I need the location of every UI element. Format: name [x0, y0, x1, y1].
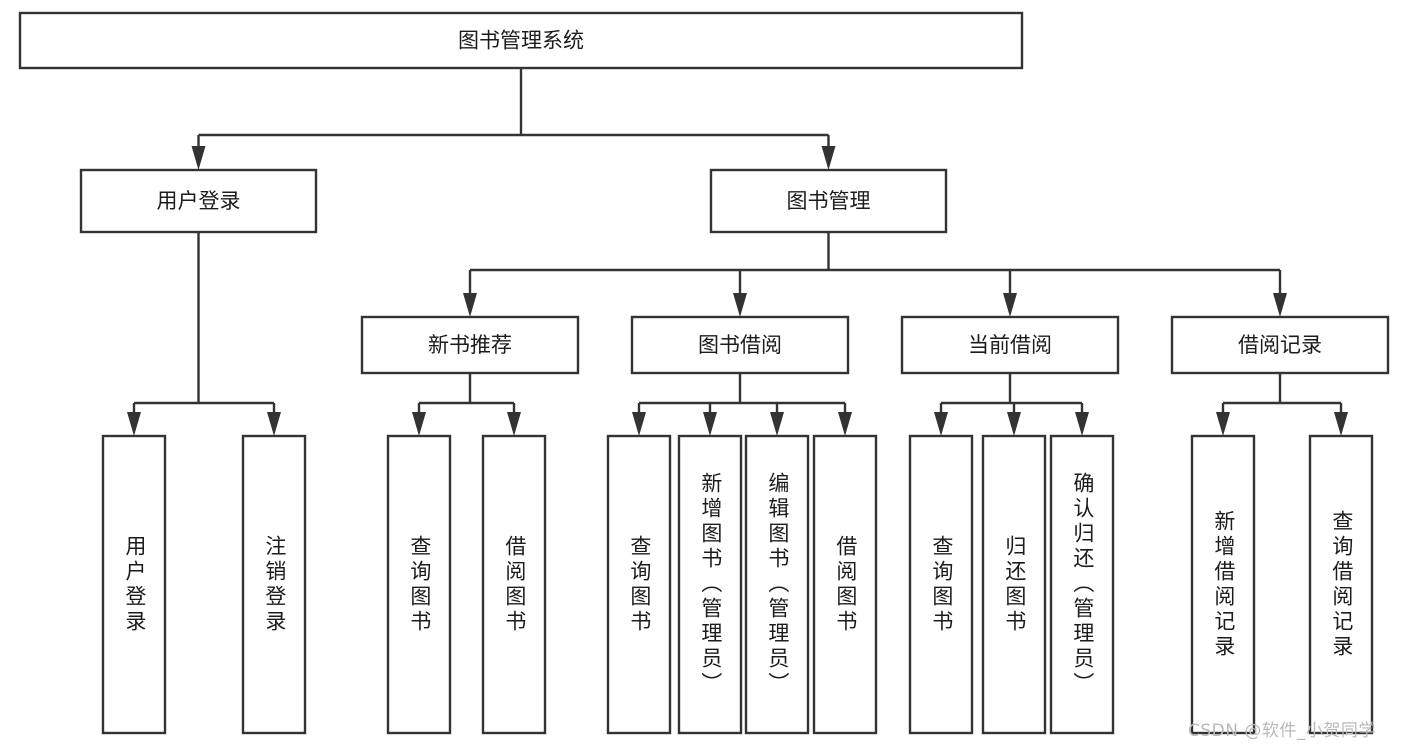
- arrow-head-icon: [1007, 412, 1021, 436]
- arrow-head-icon: [632, 412, 646, 436]
- arrow-head-icon: [838, 412, 852, 436]
- node-box-leaf-user-login[interactable]: [101, 434, 167, 735]
- arrow-head-icon: [507, 412, 521, 436]
- node-box-leaf-query-book-current[interactable]: [908, 434, 974, 735]
- node-box-leaf-return-book[interactable]: [981, 434, 1047, 735]
- node-box-leaf-borrow-book[interactable]: [812, 434, 878, 735]
- arrow-head-icon: [934, 412, 948, 436]
- arrow-head-icon: [821, 146, 836, 170]
- node-box-leaf-query-book-recommend[interactable]: [386, 434, 452, 735]
- node-box-leaf-add-borrow-record[interactable]: [1190, 434, 1256, 735]
- node-box-leaf-query-book-borrow[interactable]: [606, 434, 672, 735]
- node-box-leaf-query-borrow-record[interactable]: [1308, 434, 1374, 735]
- arrow-head-icon: [1216, 412, 1230, 436]
- node-label-book-borrow: 图书借阅: [698, 333, 782, 357]
- node-label-user-login: 用户登录: [157, 189, 241, 213]
- arrow-head-icon: [1273, 293, 1287, 317]
- arrow-head-icon: [127, 412, 141, 436]
- node-label-root: 图书管理系统: [458, 29, 584, 53]
- node-box-leaf-borrow-book-recommend[interactable]: [481, 434, 547, 735]
- arrow-head-icon: [412, 412, 426, 436]
- node-box-user-login[interactable]: [79, 168, 318, 234]
- node-label-book-management: 图书管理: [787, 189, 871, 213]
- node-box-book-borrow[interactable]: [630, 315, 850, 375]
- arrow-head-icon: [191, 146, 206, 170]
- arrow-head-icon: [267, 412, 281, 436]
- arrow-head-icon: [1075, 412, 1089, 436]
- node-box-new-book-recommend[interactable]: [360, 315, 580, 375]
- node-label-new-book-recommend: 新书推荐: [428, 333, 512, 357]
- arrow-head-icon: [463, 293, 477, 317]
- csdn-watermark: CSDN @软件_小贺同学: [1188, 721, 1376, 741]
- arrow-head-icon: [1003, 293, 1017, 317]
- boxes-layer: [18, 11, 1390, 735]
- node-box-leaf-edit-book-admin[interactable]: [744, 434, 810, 735]
- node-box-leaf-logout[interactable]: [241, 434, 307, 735]
- node-box-book-management[interactable]: [709, 168, 948, 234]
- node-label-current-borrow: 当前借阅: [968, 333, 1052, 357]
- arrow-head-icon: [703, 412, 717, 436]
- node-box-borrow-record[interactable]: [1170, 315, 1390, 375]
- node-label-borrow-record: 借阅记录: [1238, 333, 1322, 357]
- node-box-leaf-add-book-admin[interactable]: [677, 434, 743, 735]
- arrow-head-icon: [733, 293, 747, 317]
- arrow-head-icon: [770, 412, 784, 436]
- arrow-head-icon: [1334, 412, 1348, 436]
- node-box-current-borrow[interactable]: [900, 315, 1120, 375]
- node-box-leaf-confirm-return-admin[interactable]: [1049, 434, 1115, 735]
- connectors-layer: [127, 68, 1348, 436]
- node-box-root[interactable]: [18, 11, 1024, 70]
